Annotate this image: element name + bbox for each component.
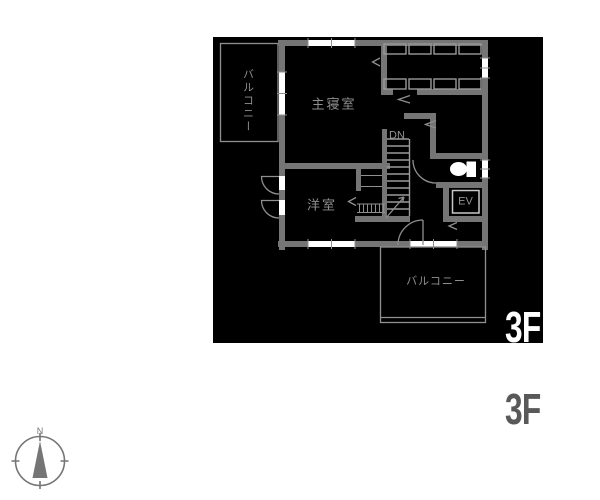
- toilet-icon: [450, 161, 476, 177]
- balcony-top-label: バルコニー: [241, 68, 254, 134]
- toilet-door-arc: [412, 159, 437, 184]
- windows: [277, 38, 490, 249]
- hall-door-arc: [397, 219, 424, 246]
- elevator-label: EV: [458, 195, 473, 208]
- master-bedroom-label: 主寝室: [311, 96, 357, 112]
- elevator-shaft: [451, 189, 480, 214]
- interior-walls: [279, 40, 488, 222]
- compass-north-label: N: [36, 426, 44, 436]
- door-swings: [260, 57, 458, 246]
- casement-window-arc: [260, 175, 280, 195]
- floor-tag-caption: 3F: [505, 385, 541, 434]
- balcony-bottom-outline: [379, 246, 487, 324]
- staircase: [385, 138, 411, 219]
- balcony-bottom-label: バルコニー: [406, 275, 466, 288]
- stairs-down-label: DN: [389, 129, 405, 142]
- balcony-top-outline: [219, 42, 279, 143]
- casement-window-arc: [260, 199, 280, 219]
- western-room-label: 洋室: [306, 197, 338, 213]
- floor-tag-on-plan: 3F: [505, 303, 541, 352]
- compass-icon: [11, 433, 69, 489]
- compass-needle: [32, 441, 48, 478]
- closet-units: [383, 43, 482, 90]
- plan-background: [213, 37, 543, 343]
- stairs-direction-arrow: [385, 196, 405, 219]
- handrail-hatch: [357, 203, 385, 213]
